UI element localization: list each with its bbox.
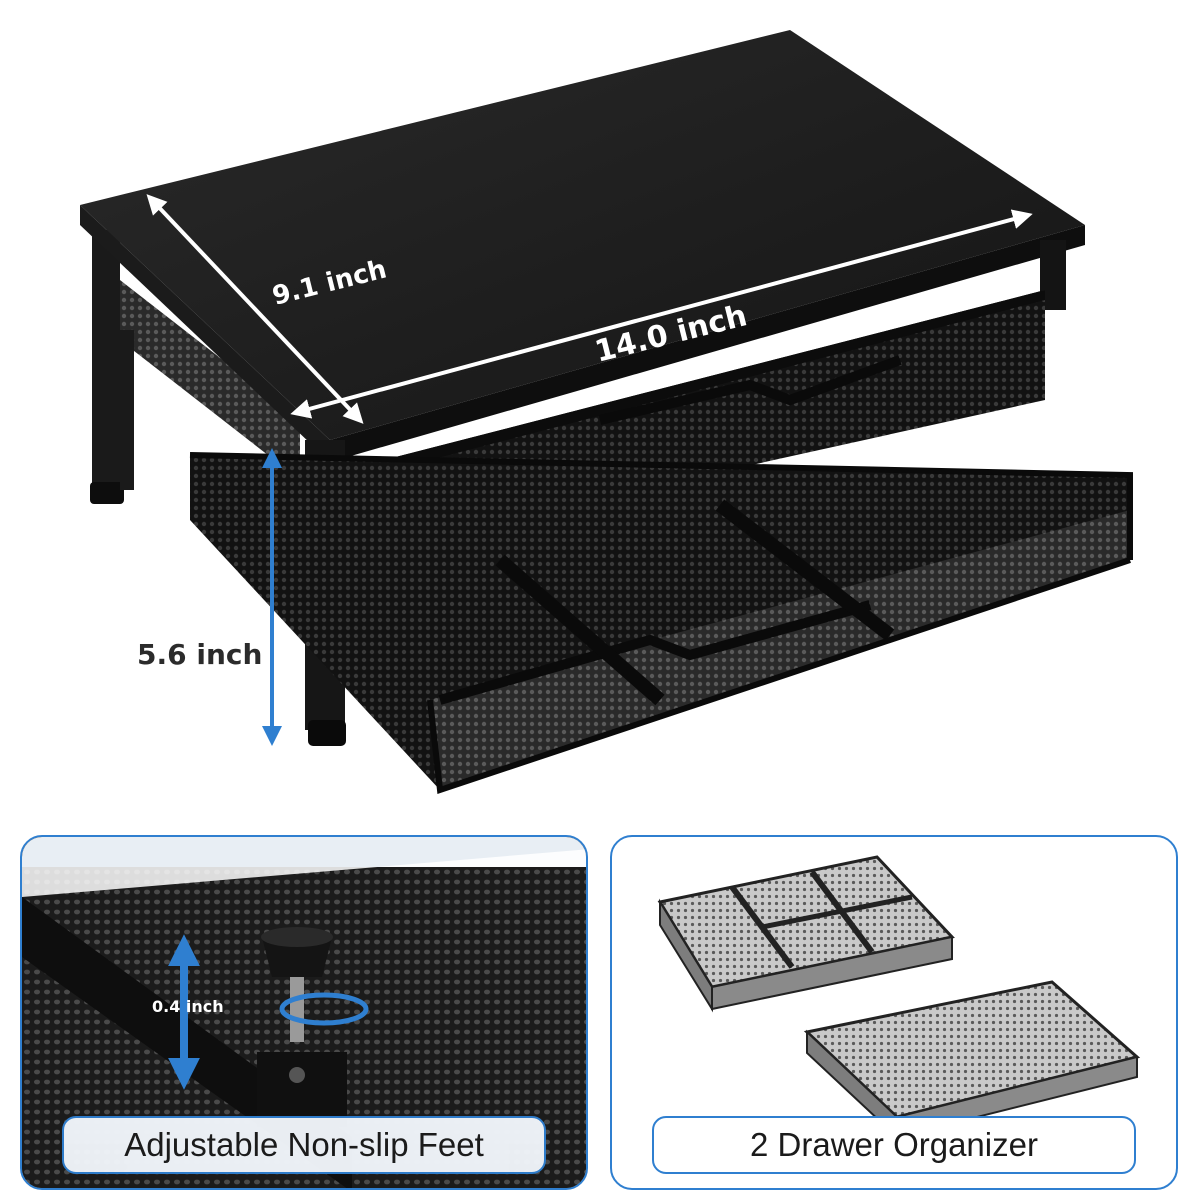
lower-drawer	[190, 455, 1130, 790]
adjustable-foot	[262, 937, 332, 977]
back-left-foot	[90, 482, 124, 504]
feet-caption: Adjustable Non-slip Feet	[62, 1116, 546, 1174]
feature-panel-feet: 0.4 inch Adjustable Non-slip Feet	[20, 835, 588, 1190]
rotate-arrow-icon	[279, 992, 369, 1026]
feature-panel-drawers: 2 Drawer Organizer	[610, 835, 1178, 1190]
adjust-height-label: 0.4 inch	[152, 997, 224, 1016]
drawers-caption: 2 Drawer Organizer	[652, 1116, 1136, 1174]
back-left-leg	[92, 230, 120, 500]
height-label: 5.6 inch	[137, 638, 262, 671]
product-illustration: 9.1 inch 14.0 inch 5.6 inch	[80, 30, 1133, 795]
front-left-foot	[308, 720, 346, 746]
foot-screw	[290, 977, 304, 1042]
drawers-illustration	[657, 855, 1141, 1140]
width-arrow	[290, 209, 1033, 419]
